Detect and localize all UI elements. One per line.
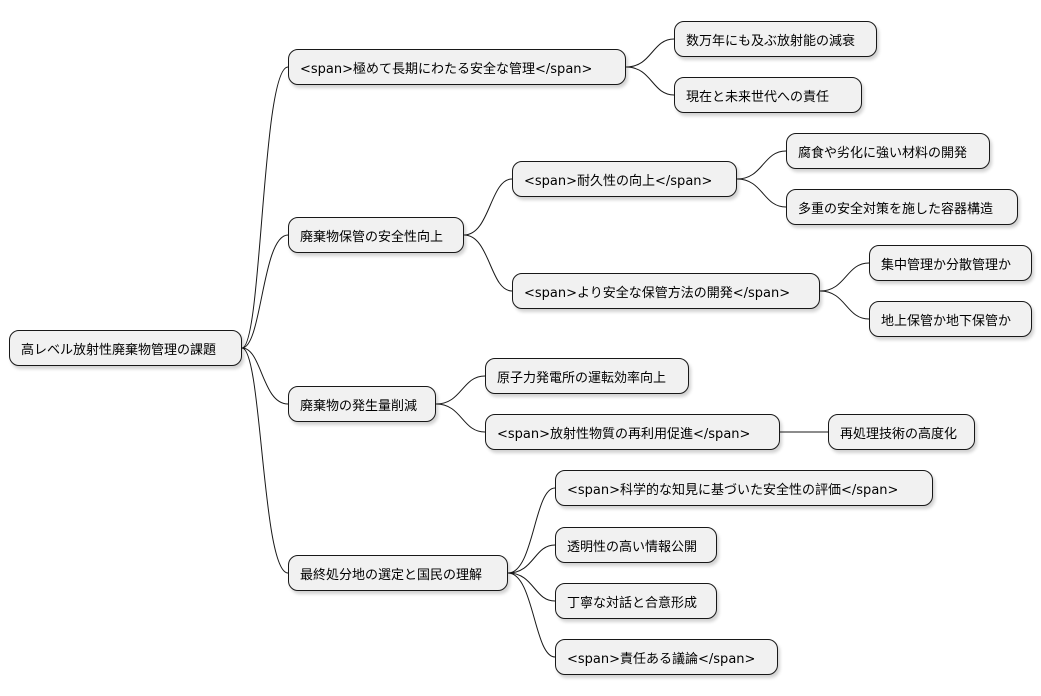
connector-b1-c0-g0	[736, 150, 787, 180]
leaf-node-future-generations: 現在と未来世代への責任	[674, 77, 862, 113]
branch-node-long-term-management: <span>極めて長期にわたる安全な管理</span>	[288, 49, 626, 85]
leaf-node-reprocessing: 再処理技術の高度化	[828, 414, 975, 450]
connector-b2-c1	[435, 403, 486, 433]
connector-b1-c1-g1	[819, 290, 870, 320]
connector-b0-c0	[625, 38, 675, 68]
branch-node-storage-safety: 廃棄物保管の安全性向上	[288, 217, 464, 253]
leaf-node-container-structure: 多重の安全対策を施した容器構造	[786, 189, 1018, 225]
branch-node-disposal-site-selection: 最終処分地の選定と国民の理解	[288, 555, 508, 591]
connector-b0-c1	[625, 66, 675, 96]
connector-b2-c0	[435, 375, 486, 405]
leaf-node-responsible-discussion: <span>責任ある議論</span>	[555, 639, 778, 675]
connector-b3-c3	[507, 572, 556, 658]
sub-node-storage-methods: <span>より安全な保管方法の開発</span>	[512, 273, 820, 309]
connector-b3-c2	[507, 572, 556, 602]
leaf-node-plant-efficiency: 原子力発電所の運転効率向上	[485, 358, 689, 394]
connector-b1-c0	[463, 178, 513, 236]
sub-node-durability: <span>耐久性の向上</span>	[512, 161, 737, 197]
connector-b1-c0-g1	[736, 178, 787, 208]
leaf-node-dialogue-consensus: 丁寧な対話と合意形成	[555, 583, 717, 619]
connector-b3-c0	[507, 487, 556, 574]
leaf-node-radioactivity-decay: 数万年にも及ぶ放射能の減衰	[674, 21, 877, 57]
root-node: 高レベル放射性廃棄物管理の課題	[9, 330, 242, 366]
leaf-node-scientific-evaluation: <span>科学的な知見に基づいた安全性の評価</span>	[555, 470, 933, 506]
connector-root-b3	[241, 347, 289, 574]
leaf-node-centralized-or-distributed: 集中管理か分散管理か	[869, 245, 1032, 281]
branch-node-waste-reduction: 廃棄物の発生量削減	[288, 386, 436, 422]
leaf-node-materials: 腐食や劣化に強い材料の開発	[786, 133, 990, 169]
leaf-node-transparent-information: 透明性の高い情報公開	[555, 527, 717, 563]
connector-root-b0	[241, 66, 289, 349]
connector-root-b2	[241, 347, 289, 405]
sub-node-recycling: <span>放射性物質の再利用促進</span>	[485, 414, 780, 450]
connector-b1-c1-g0	[819, 262, 870, 292]
connector-root-b1	[241, 234, 289, 349]
connector-b1-c1	[463, 234, 513, 292]
leaf-node-surface-or-underground: 地上保管か地下保管か	[869, 301, 1032, 337]
connector-b3-c1	[507, 544, 556, 574]
